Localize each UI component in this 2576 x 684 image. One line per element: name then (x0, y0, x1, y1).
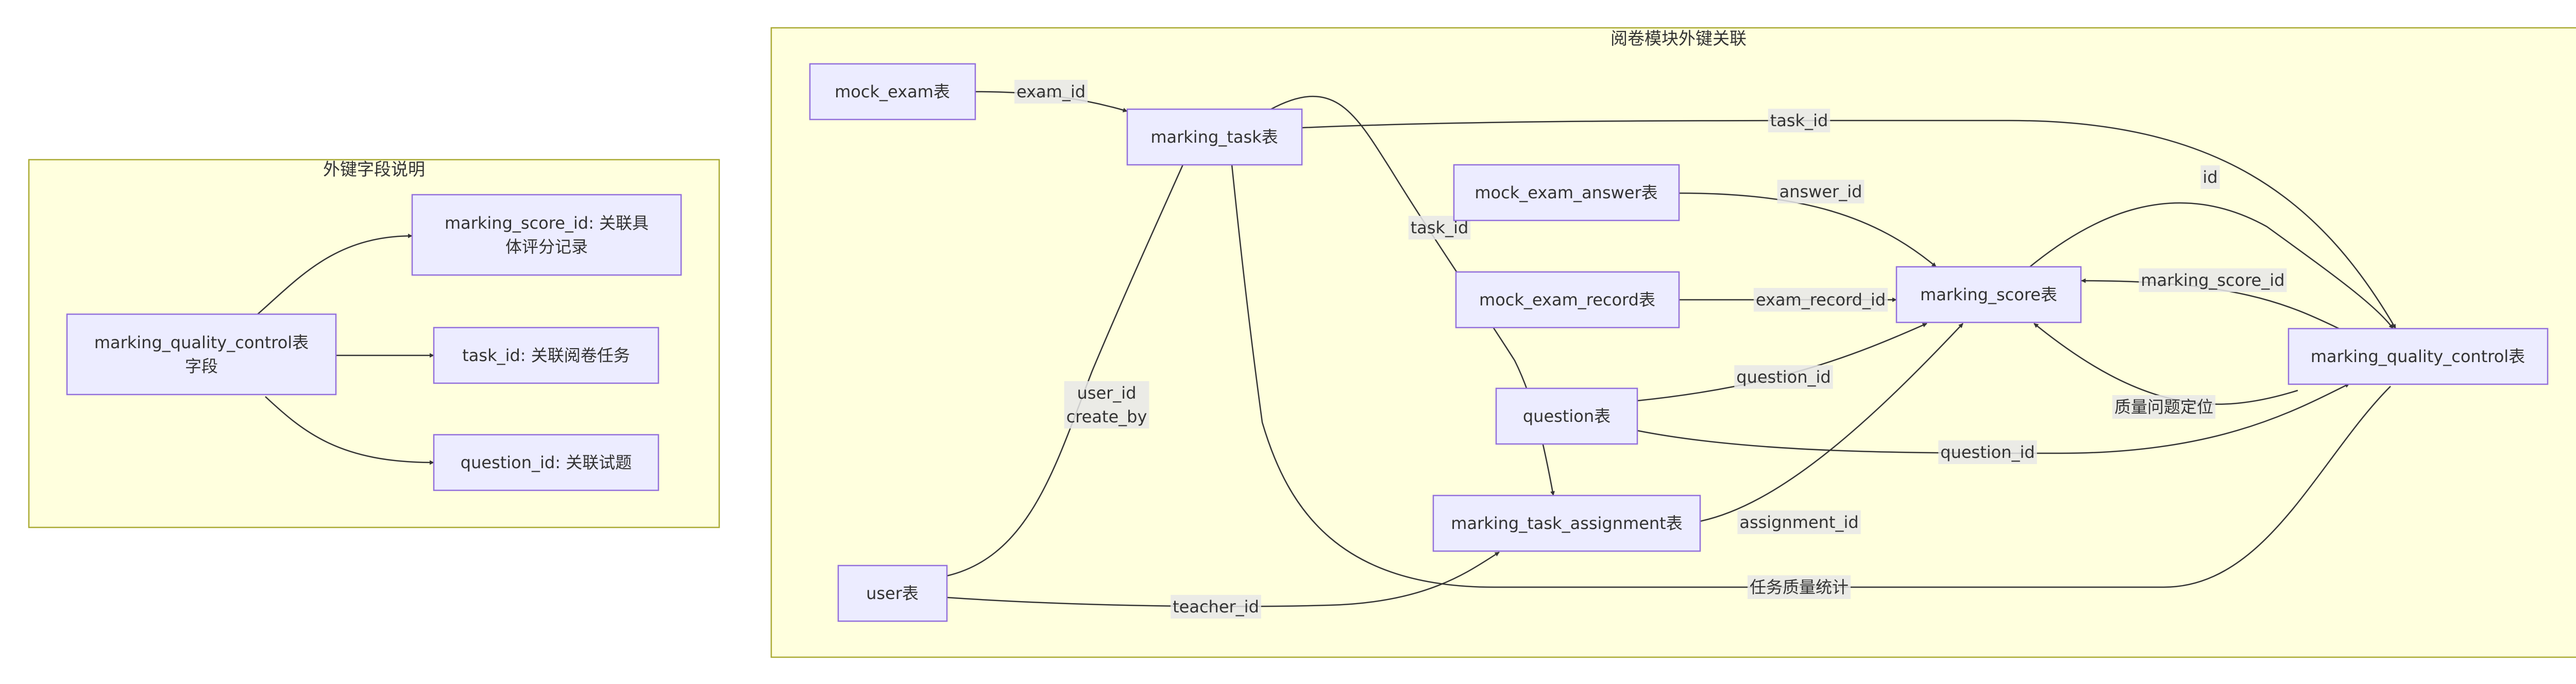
text-line: 字段 (185, 356, 218, 376)
text-line: marking_score_id (2141, 270, 2284, 290)
text-line: teacher_id (1173, 597, 1259, 617)
cluster-legend-title: 外键字段说明 (323, 159, 425, 179)
node-marking-task[interactable]: marking_task表 (1126, 108, 1303, 166)
edge-label-assignment-id: assignment_id (1737, 510, 1861, 534)
text-line: question_id (1940, 442, 2035, 462)
svg-text:assignment_id: assignment_id (1739, 512, 1858, 532)
cluster-main: 阅卷模块外键关联 (770, 27, 2576, 658)
svg-text:question_id: question_id (1940, 442, 2035, 462)
edge-label-answer-id: answer_id (1777, 180, 1865, 203)
svg-text:answer_id: answer_id (1780, 182, 1862, 201)
svg-text:mock_exam_answer表: mock_exam_answer表 (1475, 183, 1657, 202)
node-user[interactable]: user表 (837, 565, 948, 622)
text-line: marking_task表 (1150, 127, 1278, 147)
text-line: task_id: 关联阅卷任务 (462, 346, 630, 365)
text-line: task_id (1770, 111, 1828, 130)
edge-user-to-marking-task (946, 119, 1204, 577)
svg-text:task_id: 关联阅卷任务: task_id: 关联阅卷任务 (462, 346, 630, 365)
svg-text:id: id (2202, 167, 2217, 187)
text-line: question_id (1736, 367, 1831, 387)
edge-marking-task-to-mqc (1301, 119, 2397, 329)
node-marking-quality-control[interactable]: marking_quality_control表 (2287, 328, 2549, 385)
svg-text:mock_exam_record表: mock_exam_record表 (1479, 290, 1655, 310)
edge-label-layer: exam_id task_id task_id id answer_id exa… (1014, 80, 2287, 619)
text-line: id (2202, 167, 2217, 187)
svg-text:质量问题定位: 质量问题定位 (2114, 397, 2213, 417)
text-line: 任务质量统计 (1750, 577, 1849, 597)
edge-label-user-create: user_id create_by (1064, 381, 1149, 429)
text-line: marking_score_id: 关联具 (445, 213, 649, 233)
svg-text:user表: user表 (866, 584, 919, 603)
text-line: exam_record_id (1756, 290, 1886, 310)
text-line: answer_id (1780, 182, 1862, 201)
svg-text:task_id: task_id (1770, 111, 1828, 130)
text-line: question_id: 关联试题 (461, 453, 632, 472)
edge-user-to-assignment (946, 551, 1500, 607)
svg-text:marking_score_id: marking_score_id (2141, 270, 2284, 290)
node-mock-exam[interactable]: mock_exam表 (809, 63, 976, 121)
edge-label-question-id-a: question_id (1734, 365, 1833, 389)
text-line: user表 (866, 584, 919, 603)
svg-text:marking_task_assignment表: marking_task_assignment表 (1451, 514, 1682, 533)
node-note-task[interactable]: task_id: 关联阅卷任务 (433, 327, 659, 384)
edge-label-id: id (2200, 165, 2220, 189)
svg-text:marking_score_id: 关联具体评分记录: marking_score_id: 关联具体评分记录 (445, 213, 649, 256)
svg-text:question_id: 关联试题: question_id: 关联试题 (461, 453, 632, 472)
svg-text:任务质量统计: 任务质量统计 (1750, 577, 1849, 597)
edge-label-task-quality: 任务质量统计 (1747, 575, 1851, 599)
text-line: create_by (1066, 407, 1147, 426)
text-line: marking_task_assignment表 (1451, 514, 1682, 533)
svg-text:question_id: question_id (1736, 367, 1831, 387)
edge-score-to-mqc (2029, 202, 2394, 329)
edge-legend-question (265, 396, 434, 465)
text-line: question表 (1523, 406, 1611, 426)
svg-text:marking_score表: marking_score表 (1920, 285, 2057, 304)
svg-text:question表: question表 (1523, 406, 1611, 426)
edge-question-to-mqc (1637, 383, 2350, 454)
text-line: marking_score表 (1920, 285, 2057, 304)
svg-text:marking_quality_control表字段: marking_quality_control表字段 (94, 333, 309, 376)
cluster-main-title: 阅卷模块外键关联 (1611, 28, 1747, 48)
svg-text:exam_id: exam_id (1016, 82, 1086, 101)
edge-label-question-id-b: question_id (1938, 440, 2037, 464)
edge-label-marking-score-id: marking_score_id (2139, 268, 2287, 292)
edge-label-task-id-upper: task_id (1768, 109, 1831, 132)
svg-text:marking_task表: marking_task表 (1150, 127, 1278, 147)
text-line: mock_exam_record表 (1479, 290, 1655, 310)
node-layer: marking_quality_control表字段 marking_score… (66, 63, 2549, 622)
edge-label-exam-id: exam_id (1014, 80, 1088, 104)
text-line: marking_quality_control表 (2311, 347, 2525, 366)
edge-assignment-to-score (1700, 323, 1963, 522)
edge-answer-to-score (1679, 192, 1937, 267)
node-mock-exam-answer[interactable]: mock_exam_answer表 (1453, 164, 1680, 221)
node-question[interactable]: question表 (1495, 387, 1638, 445)
svg-text:mock_exam表: mock_exam表 (835, 82, 950, 101)
svg-text:task_id: task_id (1411, 218, 1469, 237)
svg-text:marking_quality_control表: marking_quality_control表 (2311, 347, 2525, 366)
text-line: mock_exam_answer表 (1475, 183, 1657, 202)
text-line: assignment_id (1739, 512, 1858, 532)
svg-text:teacher_id: teacher_id (1173, 597, 1259, 617)
edge-label-quality-locate: 质量问题定位 (2112, 395, 2216, 419)
text-line: exam_id (1016, 82, 1086, 101)
node-marking-task-assignment[interactable]: marking_task_assignment表 (1432, 494, 1701, 552)
edge-mqc-to-marking-task (1225, 119, 2391, 588)
text-line: mock_exam表 (835, 82, 950, 101)
node-mock-exam-record[interactable]: mock_exam_record表 (1455, 271, 1680, 329)
svg-text:exam_record_id: exam_record_id (1756, 290, 1886, 310)
node-note-score[interactable]: marking_score_id: 关联具体评分记录 (411, 194, 682, 276)
node-marking-score[interactable]: marking_score表 (1895, 266, 2082, 323)
text-line: user_id (1077, 383, 1137, 403)
text-line: 体评分记录 (505, 237, 588, 256)
text-line: 质量问题定位 (2114, 397, 2213, 417)
node-note-question[interactable]: question_id: 关联试题 (433, 434, 659, 491)
edge-label-exam-record-id: exam_record_id (1753, 288, 1888, 312)
text-line: marking_quality_control表 (94, 333, 309, 352)
edge-label-teacher-id: teacher_id (1171, 595, 1261, 619)
text-line: task_id (1411, 218, 1469, 237)
edge-legend-score (257, 233, 413, 315)
node-mqc-fields[interactable]: marking_quality_control表字段 (66, 313, 337, 396)
